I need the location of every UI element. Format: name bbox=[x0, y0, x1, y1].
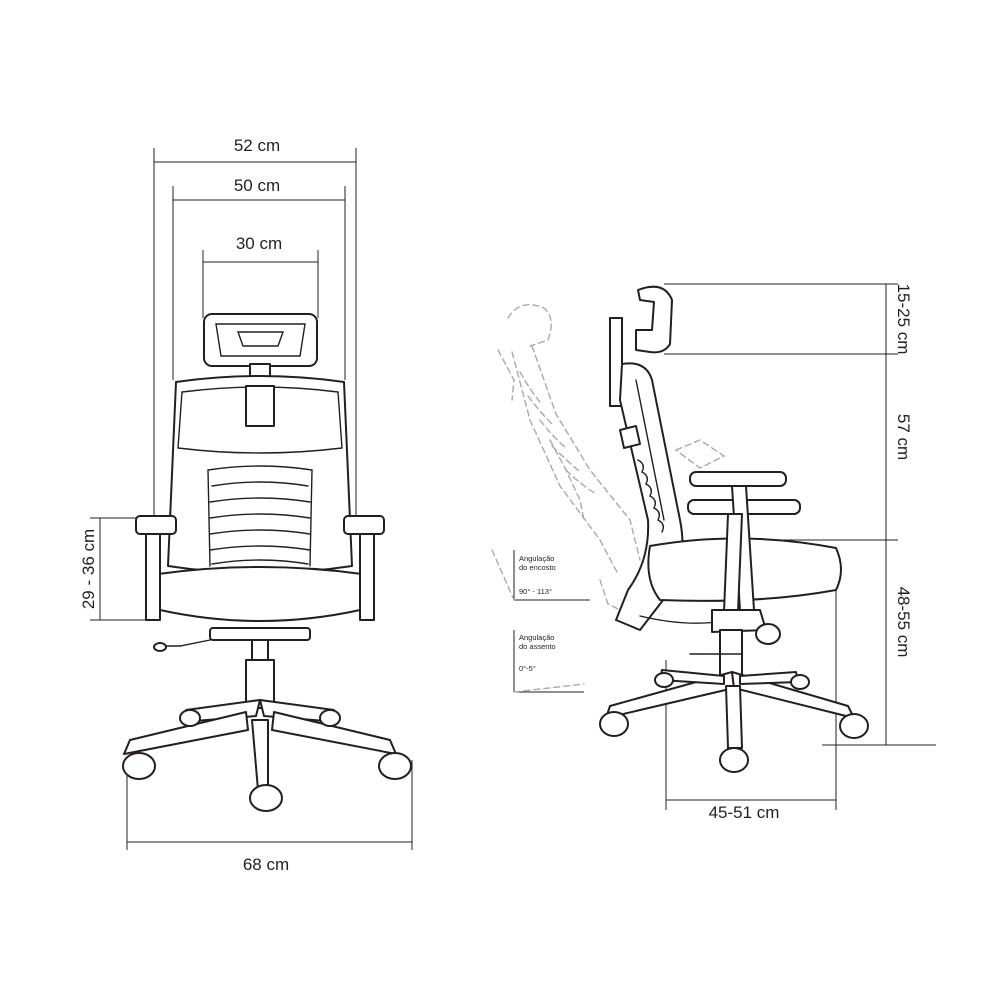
front-dimension-lines bbox=[90, 148, 413, 850]
headrest-adjust-label: 15-25 cm bbox=[894, 284, 913, 355]
reclined-backrest-outline bbox=[497, 304, 726, 611]
seat-angle-label-1: Angulação bbox=[519, 633, 554, 642]
front-chair-drawing bbox=[122, 313, 412, 812]
seat-angle-label-2: do assento bbox=[519, 642, 556, 651]
seat-angle-value: 0°-5° bbox=[519, 664, 536, 673]
backrest-width-label: 50 cm bbox=[234, 176, 280, 195]
seat-angle-box: Angulação do assento 0°-5° bbox=[513, 630, 585, 693]
backrest-angle-label-2: do encosto bbox=[519, 563, 556, 572]
side-chair-drawing bbox=[599, 285, 869, 773]
backrest-angle-value: 90° - 113° bbox=[519, 587, 552, 596]
backrest-height-label: 57 cm bbox=[894, 414, 913, 460]
side-dimension-lines bbox=[664, 283, 936, 810]
backrest-angle-box: Angulação do encosto 90° - 113° bbox=[491, 549, 590, 601]
base-width-label: 68 cm bbox=[243, 855, 289, 874]
headrest-width-label: 30 cm bbox=[236, 234, 282, 253]
armrest-height-label: 29 - 36 cm bbox=[79, 529, 98, 609]
side-view: Angulação do encosto 90° - 113° Angulaçã… bbox=[491, 283, 936, 822]
overall-width-label: 52 cm bbox=[234, 136, 280, 155]
backrest-angle-label-1: Angulação bbox=[519, 554, 554, 563]
seat-depth-label: 45-51 cm bbox=[709, 803, 780, 822]
seat-height-label: 48-55 cm bbox=[894, 587, 913, 658]
front-view: 52 cm 50 cm 30 cm 29 - 36 cm 68 cm bbox=[79, 136, 413, 874]
